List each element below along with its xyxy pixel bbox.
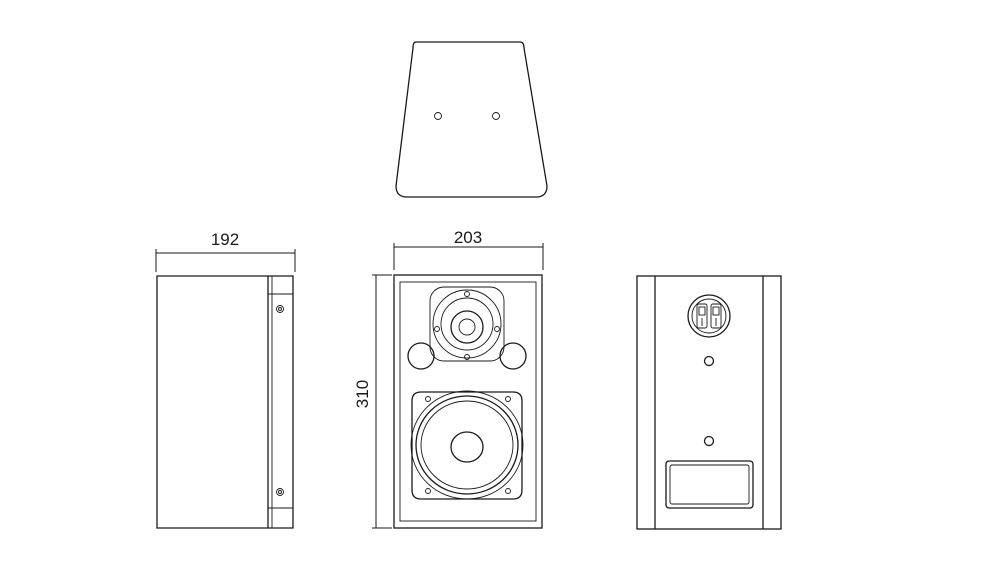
height-dimension-label: 310	[353, 380, 372, 408]
front-view: 203 310	[353, 228, 544, 529]
side-screw-top	[276, 305, 284, 313]
port-right	[499, 342, 527, 370]
top-view	[395, 41, 548, 198]
side-view: 192	[155, 230, 296, 529]
rear-hole-top	[703, 355, 715, 367]
port-left	[407, 342, 435, 370]
woofer	[410, 390, 524, 500]
tweeter	[429, 286, 505, 362]
speaker-terminal	[687, 294, 731, 338]
rear-plate	[665, 460, 754, 509]
width-dimension-label: 203	[454, 228, 482, 247]
top-mounting-hole-left	[434, 112, 442, 120]
rear-view	[636, 275, 782, 530]
depth-dimension-label: 192	[211, 230, 239, 249]
side-screw-bottom	[276, 488, 284, 496]
top-mounting-hole-right	[492, 112, 500, 120]
rear-hole-bottom	[703, 435, 715, 447]
